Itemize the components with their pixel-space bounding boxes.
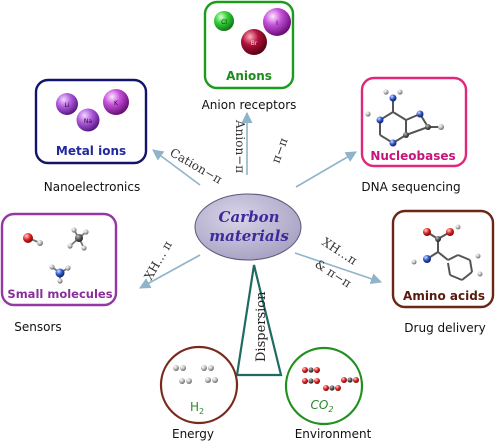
amino-acids-caption: Drug delivery	[404, 321, 485, 335]
energy-caption: Energy	[172, 427, 214, 441]
hydrogen-molecules	[173, 365, 218, 384]
small-molecules-title: Small molecules	[7, 287, 112, 301]
environment-panel: CO2	[284, 346, 364, 426]
atom-label-na: Na	[84, 118, 92, 125]
nitrogen-atom	[376, 116, 384, 124]
metal-ions-panel: Li Na K Metal ions	[34, 78, 148, 165]
small-molecules-panel: Small molecules	[0, 212, 118, 307]
center-carbon-materials: Carbon materials	[194, 193, 302, 261]
nitrogen-atom	[389, 94, 397, 102]
atom-label-li: Li	[64, 102, 69, 109]
arrow-to-amino-acids	[294, 252, 383, 285]
arrow-to-nucleobases	[295, 151, 357, 188]
center-title-line1: Carbon	[219, 208, 280, 226]
environment-caption: Environment	[295, 427, 372, 441]
oxygen-atom	[423, 228, 431, 236]
methane-molecule	[67, 227, 89, 251]
atom-label-k: K	[114, 100, 119, 107]
hydrogen-atom	[475, 253, 481, 259]
xh-pi-label: XH… π	[141, 238, 175, 282]
amino-acids-title: Amino acids	[403, 289, 485, 303]
hydrogen-atom	[383, 89, 389, 95]
potassium-atom	[103, 89, 129, 115]
hydrogen-atom	[397, 89, 403, 95]
nitrogen-atom	[389, 139, 397, 147]
carbon-atom	[435, 236, 441, 242]
nucleobases-title: Nucleobases	[370, 149, 455, 163]
anions-panel: Cl Br I Anions	[203, 0, 295, 90]
co2-label: CO2	[311, 398, 334, 414]
metal-ions-caption: Nanoelectronics	[44, 180, 140, 194]
anion-pi-label: Anion−π	[233, 119, 247, 173]
ammonia-molecule	[49, 264, 71, 284]
hydrogen-atom	[455, 224, 461, 230]
anions-title: Anions	[226, 69, 272, 83]
nitrogen-atom	[423, 255, 431, 263]
atom-label-br: Br	[251, 40, 258, 47]
hydrogen-atom	[438, 124, 444, 130]
metal-ion-atoms: Li Na K	[56, 89, 129, 132]
lithium-atom	[56, 93, 78, 115]
hydrogen-atom	[477, 271, 483, 277]
metal-ions-title: Metal ions	[56, 144, 126, 158]
co2-molecules	[302, 367, 359, 391]
sodium-atom	[76, 108, 100, 132]
energy-panel: H2	[159, 345, 239, 425]
anions-caption: Anion receptors	[202, 98, 297, 112]
amino-acids-panel: Amino acids	[391, 209, 495, 309]
h2-label: H2	[190, 400, 204, 416]
carbon-atom	[403, 132, 409, 138]
cation-pi-label: Cation−π	[168, 145, 225, 186]
hydrogen-atom	[365, 111, 371, 117]
interaction-arrows	[139, 111, 383, 289]
iodide-atom	[263, 8, 291, 36]
oxygen-atom	[446, 228, 454, 236]
pi-pi-label: π−π	[269, 136, 291, 165]
dispersion-triangle: Dispersion	[235, 264, 283, 377]
arrow-to-small-molecules	[139, 254, 201, 289]
nucleobases-caption: DNA sequencing	[361, 180, 460, 194]
arrow-to-metal-ions	[152, 149, 201, 186]
dispersion-label: Dispersion	[254, 291, 269, 362]
nucleobases-panel: Nucleobases	[360, 76, 468, 168]
atom-label-cl: Cl	[221, 19, 227, 26]
hydrogen-atom	[411, 259, 417, 265]
atom-label-i: I	[276, 20, 278, 27]
nitrogen-atom	[416, 110, 424, 118]
small-molecules-caption: Sensors	[14, 320, 61, 334]
carbon-atom	[425, 124, 431, 130]
bromide-atom	[241, 29, 267, 55]
chloride-atom	[214, 11, 234, 31]
center-title-line2: materials	[209, 227, 289, 245]
water-molecule	[23, 233, 43, 246]
